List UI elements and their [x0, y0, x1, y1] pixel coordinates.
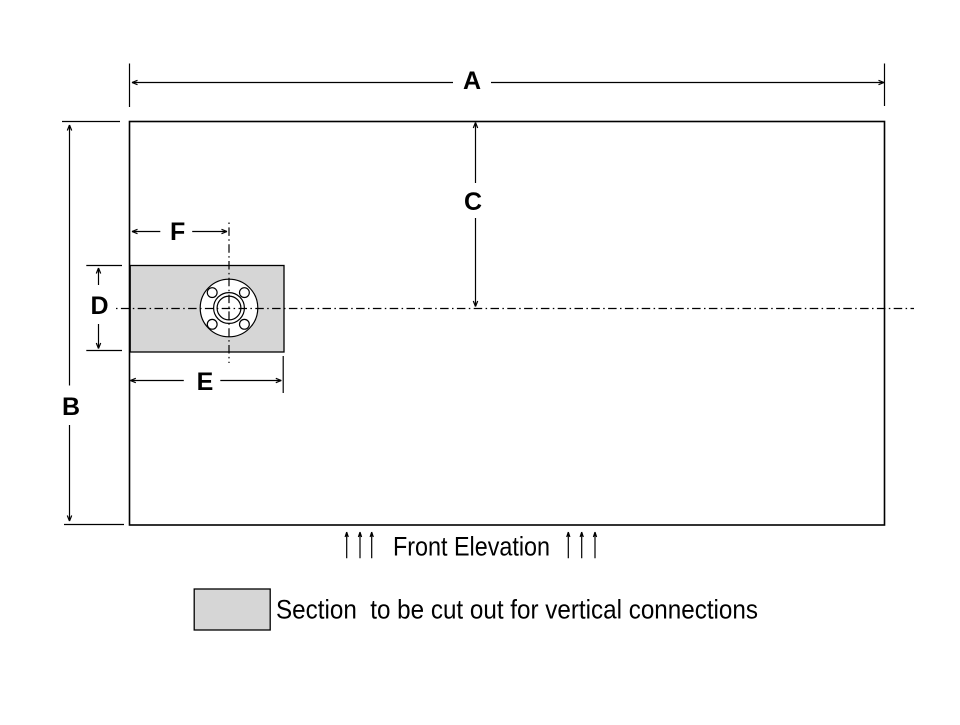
svg-text:D: D	[90, 292, 108, 320]
svg-text:C: C	[464, 188, 482, 216]
svg-text:F: F	[170, 218, 185, 246]
svg-text:Front Elevation: Front Elevation	[393, 532, 550, 562]
svg-text:A: A	[463, 67, 481, 95]
svg-text:Section to be cut out for ver: Section to be cut out for vertical conne…	[276, 595, 758, 625]
svg-text:B: B	[62, 393, 80, 421]
svg-text:E: E	[197, 368, 214, 396]
